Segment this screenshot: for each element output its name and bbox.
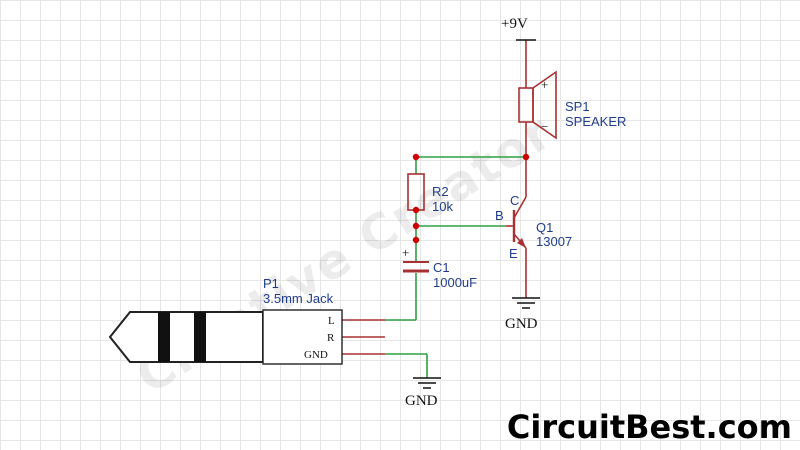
junctions — [412, 153, 530, 244]
jack-body — [262, 309, 343, 365]
jack-pin-r-label: R — [327, 332, 335, 344]
vcc-symbol: +9V — [501, 16, 536, 41]
speaker-minus-sign: − — [541, 119, 548, 134]
speaker-ref: SP1 — [565, 99, 590, 114]
jack-ref: P1 — [263, 276, 279, 291]
junction-r2-bottom — [412, 206, 420, 214]
transistor-collector-arm — [513, 196, 527, 219]
jack-pin-gnd-label: GND — [304, 349, 328, 361]
speaker-value: SPEAKER — [565, 114, 626, 129]
transistor-pin-e: E — [509, 246, 518, 261]
capacitor-value: 1000uF — [433, 275, 477, 290]
speaker-symbol — [518, 70, 557, 140]
transistor-pin-b: B — [495, 208, 504, 223]
transistor-value: 13007 — [536, 234, 572, 249]
resistor-value: 10k — [432, 199, 453, 214]
transistor-pin-c: C — [510, 193, 519, 208]
ground-label-emitter: GND — [505, 316, 538, 332]
jack-plug-tip — [108, 311, 264, 363]
brand-logo-text: CircuitBest.com — [506, 408, 792, 446]
capacitor-plus-sign: + — [402, 245, 409, 260]
speaker-cone — [532, 70, 557, 140]
junction-cap-top — [412, 236, 420, 244]
resistor-ref: R2 — [432, 184, 449, 199]
ground-symbol-jack — [413, 377, 441, 389]
transistor-emitter-arrow — [517, 238, 526, 248]
transistor-symbol — [506, 196, 527, 249]
transistor-ref: Q1 — [536, 220, 553, 235]
jack-ring-1 — [158, 312, 170, 362]
jack-plug-symbol — [108, 309, 343, 365]
jack-pin-l-label: L — [328, 315, 335, 327]
ground-label-jack: GND — [405, 393, 438, 409]
jack-value: 3.5mm Jack — [263, 291, 334, 306]
junction-top-bus — [522, 153, 530, 161]
capacitor-ref: C1 — [433, 260, 450, 275]
speaker-plus-sign: + — [541, 77, 548, 92]
jack-ring-2 — [194, 312, 206, 362]
junction-base-node — [412, 222, 420, 230]
vcc-label: +9V — [501, 16, 528, 32]
capacitor-symbol — [403, 261, 429, 273]
junction-r2-top — [412, 153, 420, 161]
ground-symbol-emitter — [512, 297, 540, 309]
